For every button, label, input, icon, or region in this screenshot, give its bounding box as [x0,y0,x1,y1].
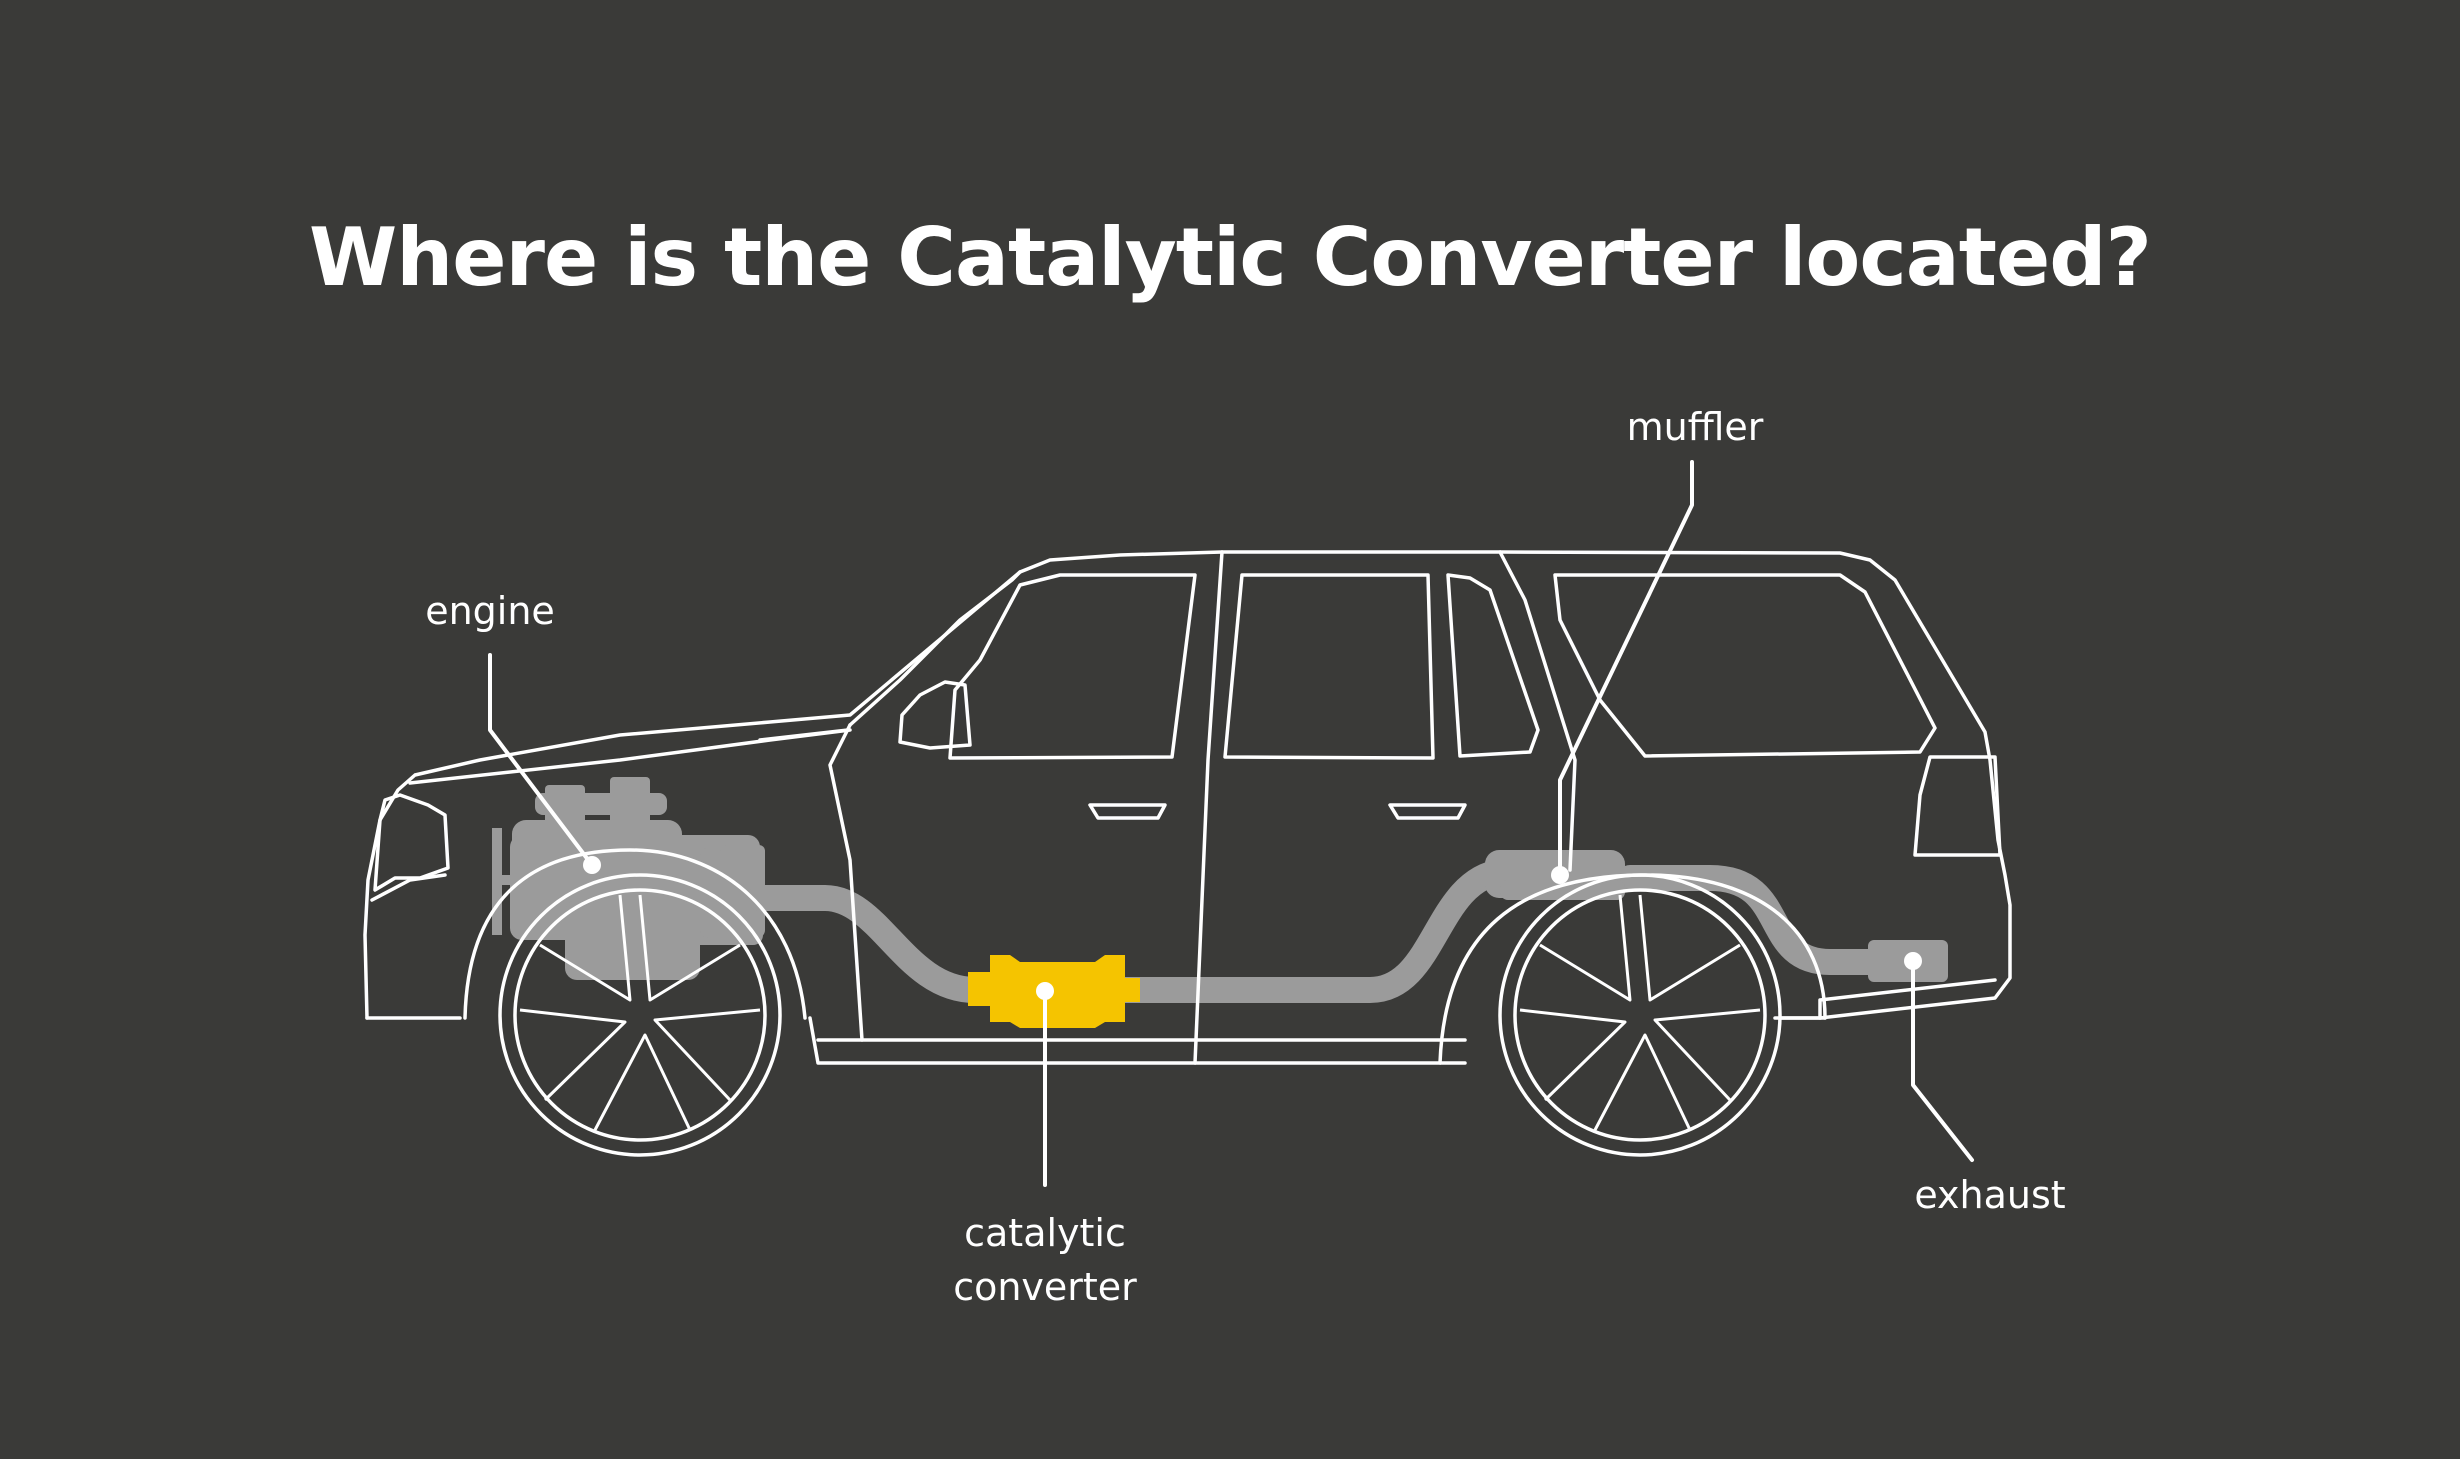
muffler-label: muffler [1626,405,1764,449]
page-title: Where is the Catalytic Converter located… [309,211,2152,304]
catalytic-converter-label: catalytic converter [895,1206,1195,1314]
catalytic-label-line1: catalytic [964,1211,1126,1255]
engine-bracket [492,828,520,935]
front-wheel-spokes [519,894,761,1131]
marker-dots [583,856,1922,1000]
engine-label: engine [425,589,555,633]
leader-lines [488,460,1974,1187]
rear-wheel-spokes [1519,894,1761,1131]
car-outline [363,550,2012,1157]
exhaust-label: exhaust [1914,1173,2066,1217]
catalytic-converter [968,955,1140,1028]
catalytic-label-line2: converter [953,1265,1137,1309]
